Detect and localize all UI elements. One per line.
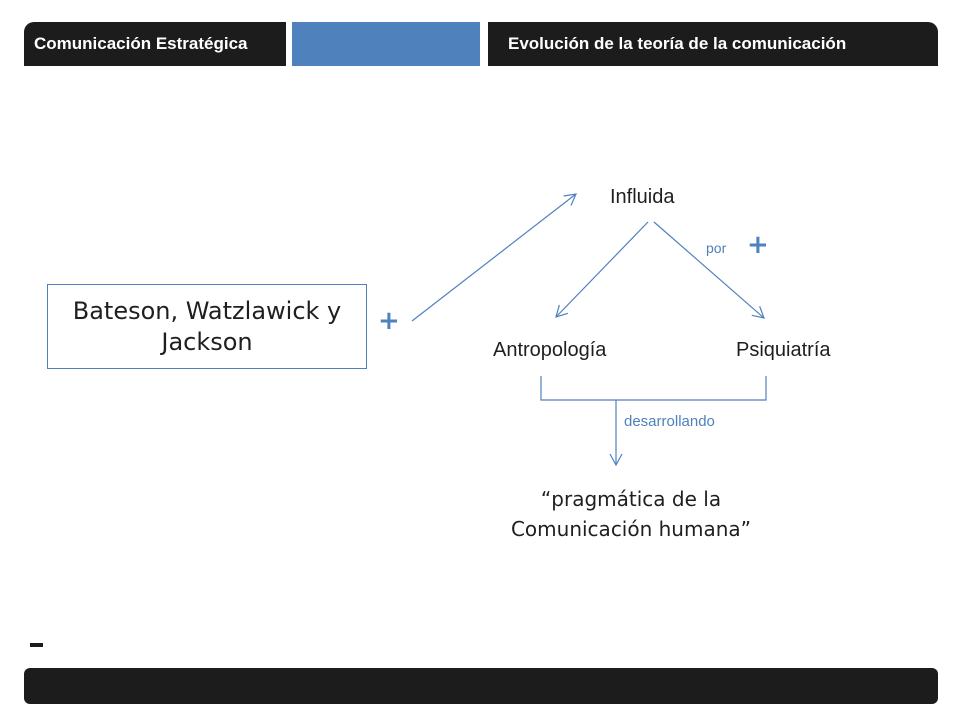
- plus-sign-left: +: [378, 306, 400, 336]
- header-accent-block: [292, 22, 480, 66]
- result-line-1: “pragmática de la: [540, 487, 722, 511]
- footer-dash: [30, 643, 43, 647]
- authors-box: Bateson, Watzlawick y Jackson: [47, 284, 367, 369]
- header-left-title: Comunicación Estratégica: [24, 22, 286, 66]
- bracket-join: [540, 376, 767, 401]
- field-psychiatry: Psiquiatría: [736, 339, 831, 361]
- developing-label: desarrollando: [624, 413, 715, 430]
- arrow-to-influenced: [411, 193, 577, 322]
- influenced-label: Influida: [610, 186, 675, 208]
- header-right-title: Evolución de la teoría de la comunicació…: [488, 22, 938, 66]
- field-anthropology: Antropología: [493, 339, 607, 361]
- arrow-to-psychiatry: [653, 221, 765, 319]
- result-text: “pragmática de la Comunicación humana”: [466, 484, 796, 544]
- footer-bar: [24, 668, 938, 704]
- plus-sign-by: +: [747, 230, 769, 260]
- result-line-2: Comunicación humana”: [510, 517, 752, 541]
- arrow-to-anthropology: [555, 221, 649, 318]
- authors-label: Bateson, Watzlawick y Jackson: [72, 296, 342, 356]
- by-label: por: [706, 240, 727, 256]
